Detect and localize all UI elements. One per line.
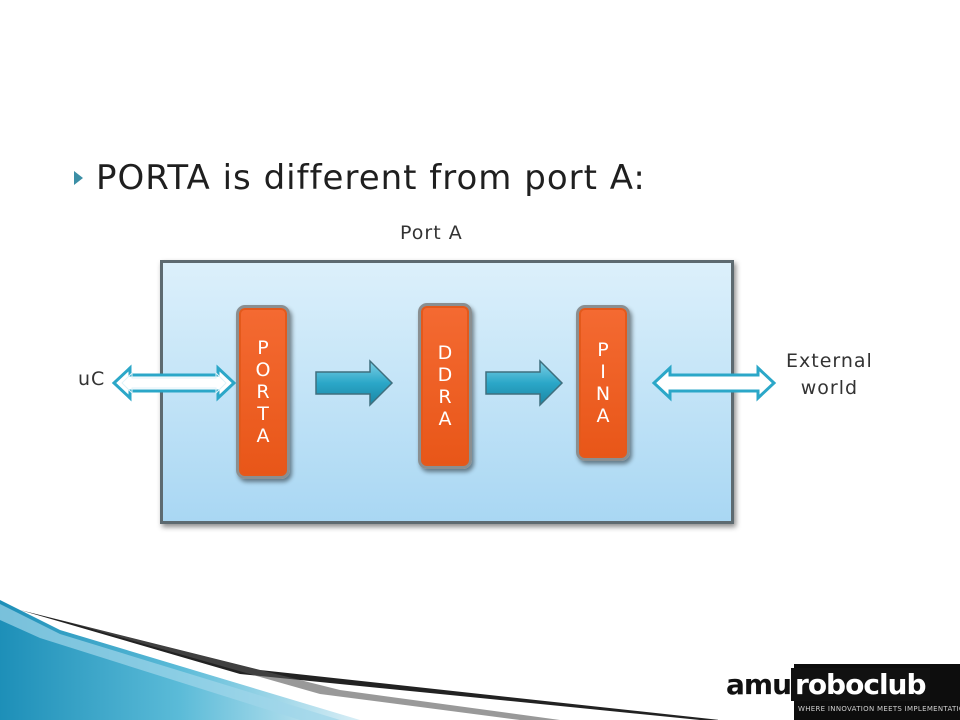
ddra-to-pina-arrow (485, 359, 564, 407)
register-letter: N (595, 383, 611, 405)
logo-part-amu: amu (726, 668, 792, 701)
external-double-arrow (651, 364, 777, 402)
register-letter: A (438, 408, 452, 430)
register-letter: A (596, 405, 610, 427)
logo-part-roboclub: roboclub (791, 668, 930, 701)
register-letter: D (437, 364, 453, 386)
register-letter: A (256, 425, 270, 447)
register-letter: R (438, 386, 452, 408)
register-ddra: D D R A (418, 303, 472, 469)
port-a-label: Port A (400, 222, 463, 244)
external-world-label: External world (786, 348, 873, 402)
external-label-line1: External (786, 350, 873, 372)
register-letter: O (255, 359, 271, 381)
register-letter: I (600, 361, 606, 383)
uc-label: uC (78, 368, 106, 390)
bullet-arrow-icon (74, 171, 83, 185)
uc-double-arrow (111, 364, 237, 402)
register-letter: P (597, 339, 609, 361)
register-pina: P I N A (576, 305, 630, 461)
register-letter: P (257, 337, 269, 359)
external-label-line2: world (800, 377, 859, 399)
bullet-text: PORTA is different from port A: (96, 158, 646, 198)
decorative-ribbon (0, 600, 720, 720)
porta-to-ddra-arrow (315, 359, 394, 407)
register-letter: D (437, 342, 453, 364)
register-letter: T (257, 403, 269, 425)
logo-tagline: WHERE INNOVATION MEETS IMPLEMENTATION (798, 705, 960, 713)
register-letter: R (256, 381, 270, 403)
register-porta: P O R T A (236, 305, 290, 479)
bullet-item: PORTA is different from port A: (74, 158, 646, 198)
